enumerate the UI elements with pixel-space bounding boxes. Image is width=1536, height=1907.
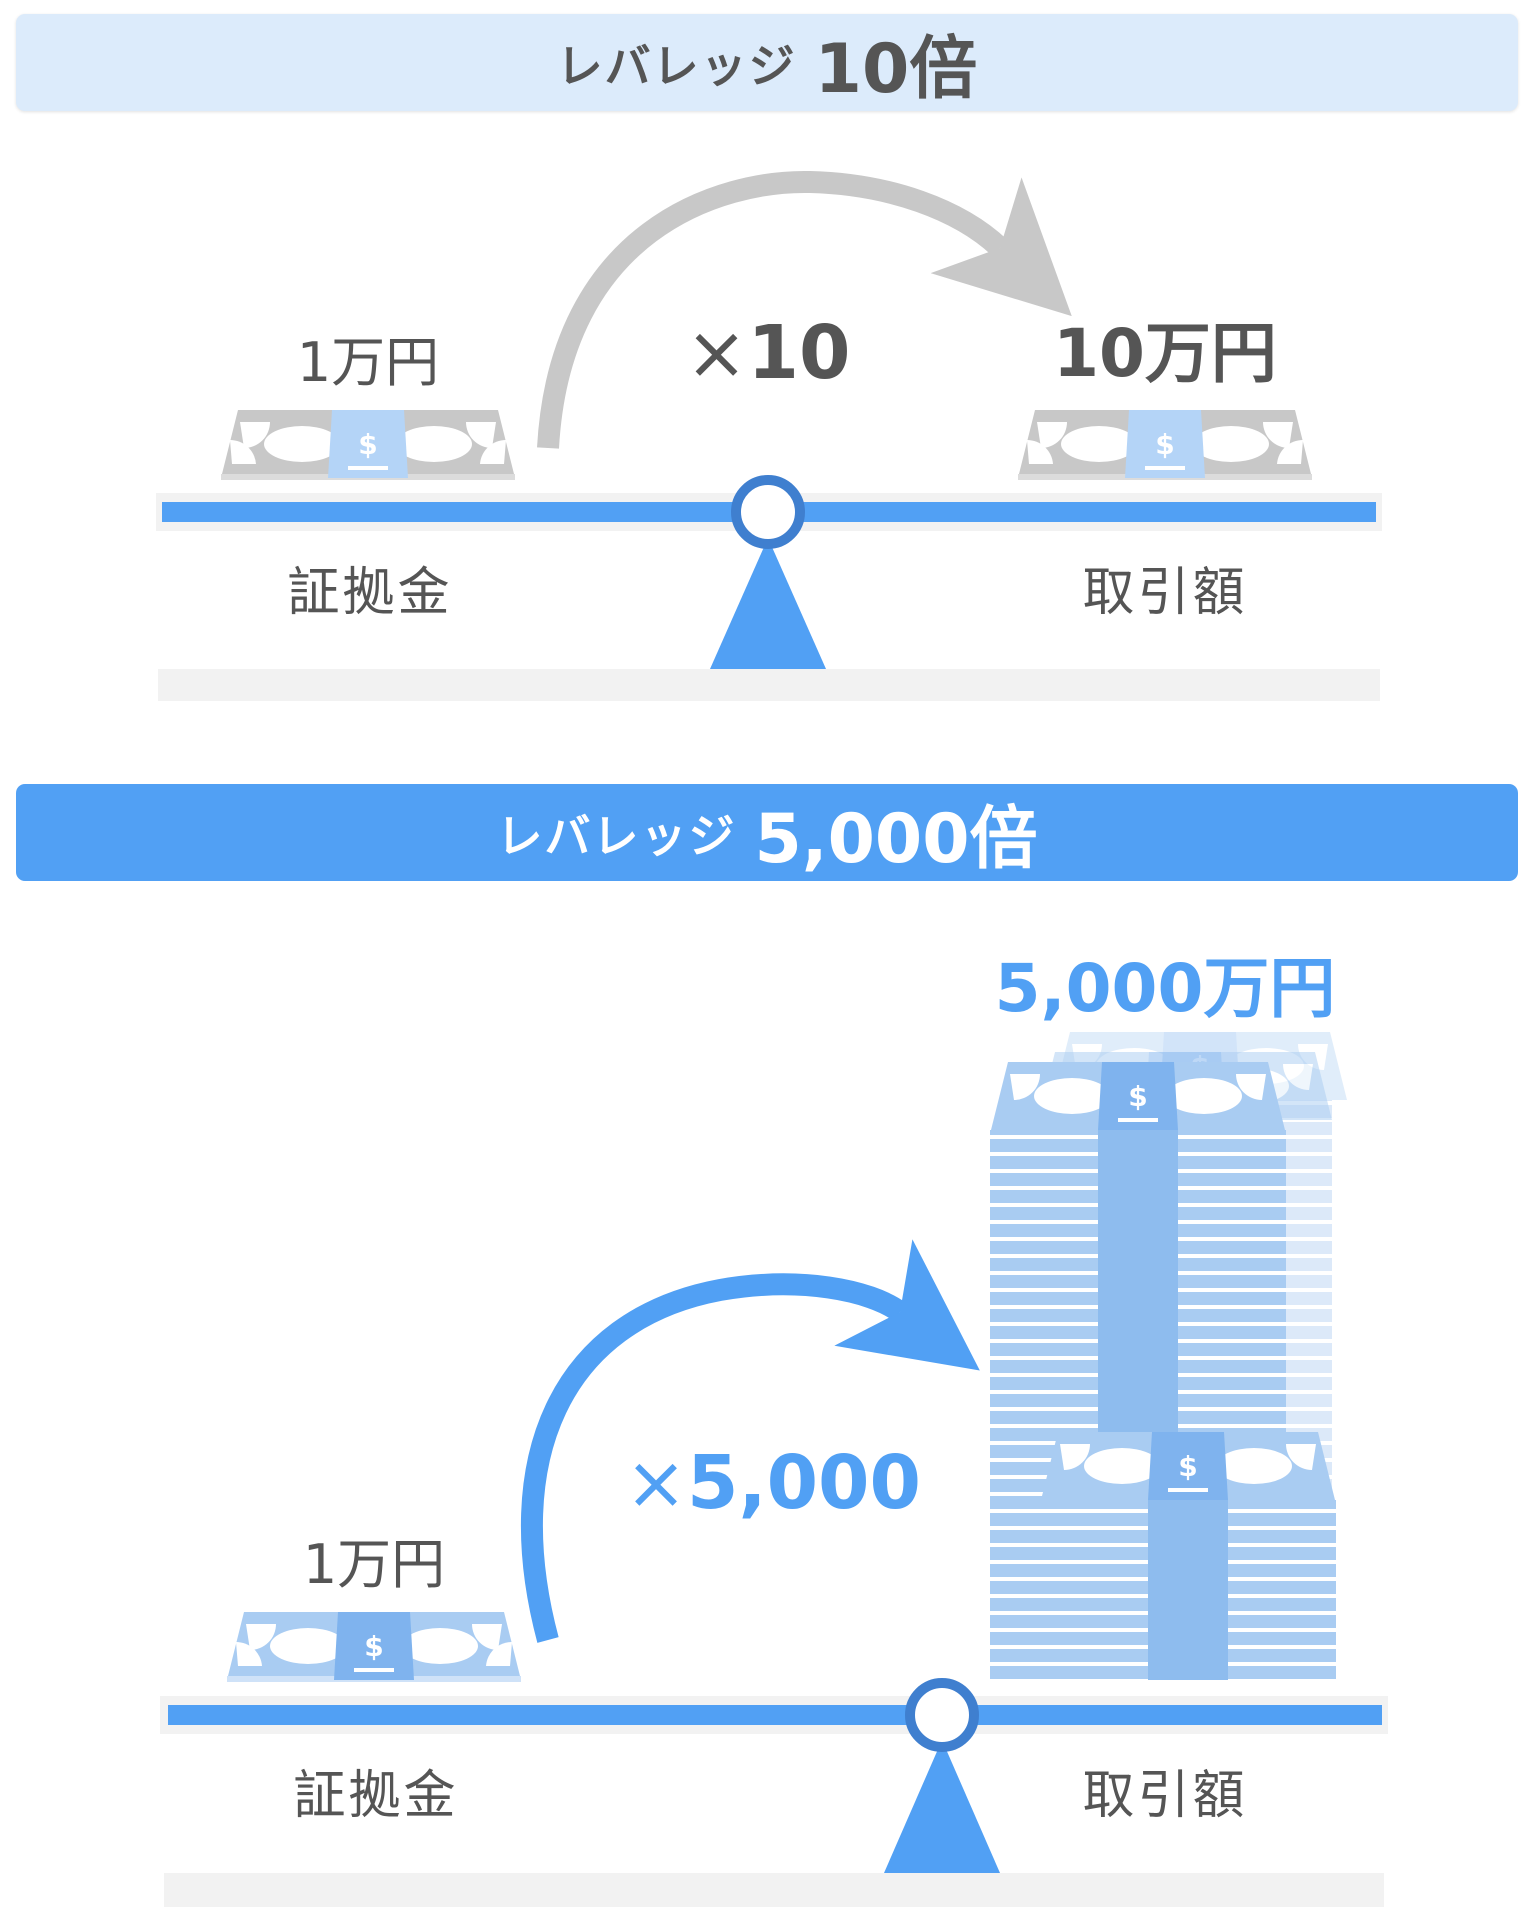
leverage-10x-header: レバレッジ 10倍: [16, 14, 1518, 111]
seesaw-pivot: [905, 1678, 979, 1752]
header-kana: レバレッジ: [556, 38, 797, 93]
money-stack-icon: [990, 1032, 1347, 1680]
header-value: 10倍: [814, 30, 978, 109]
multiplier-value: 10: [747, 310, 851, 396]
curved-arrow-icon: [537, 170, 1072, 449]
curved-arrow-icon: [520, 1239, 980, 1643]
seesaw-base: [164, 1873, 1384, 1907]
seesaw-base: [158, 669, 1380, 701]
seesaw-fulcrum-icon: [884, 1740, 1000, 1873]
seesaw-fulcrum-icon: [710, 538, 826, 669]
multiplier-symbol: ×: [624, 1440, 687, 1526]
margin-label: 証拠金: [293, 1766, 459, 1826]
multiplier: ×10: [686, 310, 851, 396]
panel-10x-graphics: [156, 170, 1382, 701]
trade-label: 取引額: [1082, 1766, 1248, 1826]
banknote-bundle-icon: [221, 410, 515, 480]
seesaw-beam: [168, 1705, 1382, 1725]
header-value: 5,000倍: [754, 800, 1038, 879]
margin-label: 証拠金: [287, 563, 453, 623]
margin-amount: 1万円: [302, 1533, 446, 1596]
seesaw-pivot: [731, 475, 805, 549]
banknote-bundle-icon: [227, 1612, 521, 1682]
header-kana: レバレッジ: [496, 808, 737, 863]
panel-5000x-graphics: [160, 1032, 1388, 1907]
multiplier-symbol: ×: [685, 310, 748, 396]
leverage-5000x-header: レバレッジ 5,000倍: [16, 784, 1518, 881]
trade-label: 取引額: [1082, 563, 1248, 623]
margin-amount: 1万円: [296, 331, 440, 394]
trade-amount: 5,000万円: [994, 950, 1336, 1027]
multiplier-value: 5,000: [686, 1440, 922, 1526]
trade-amount: 10万円: [1053, 315, 1277, 392]
multiplier: ×5,000: [625, 1440, 921, 1526]
banknote-bundle-icon: [1018, 410, 1312, 480]
